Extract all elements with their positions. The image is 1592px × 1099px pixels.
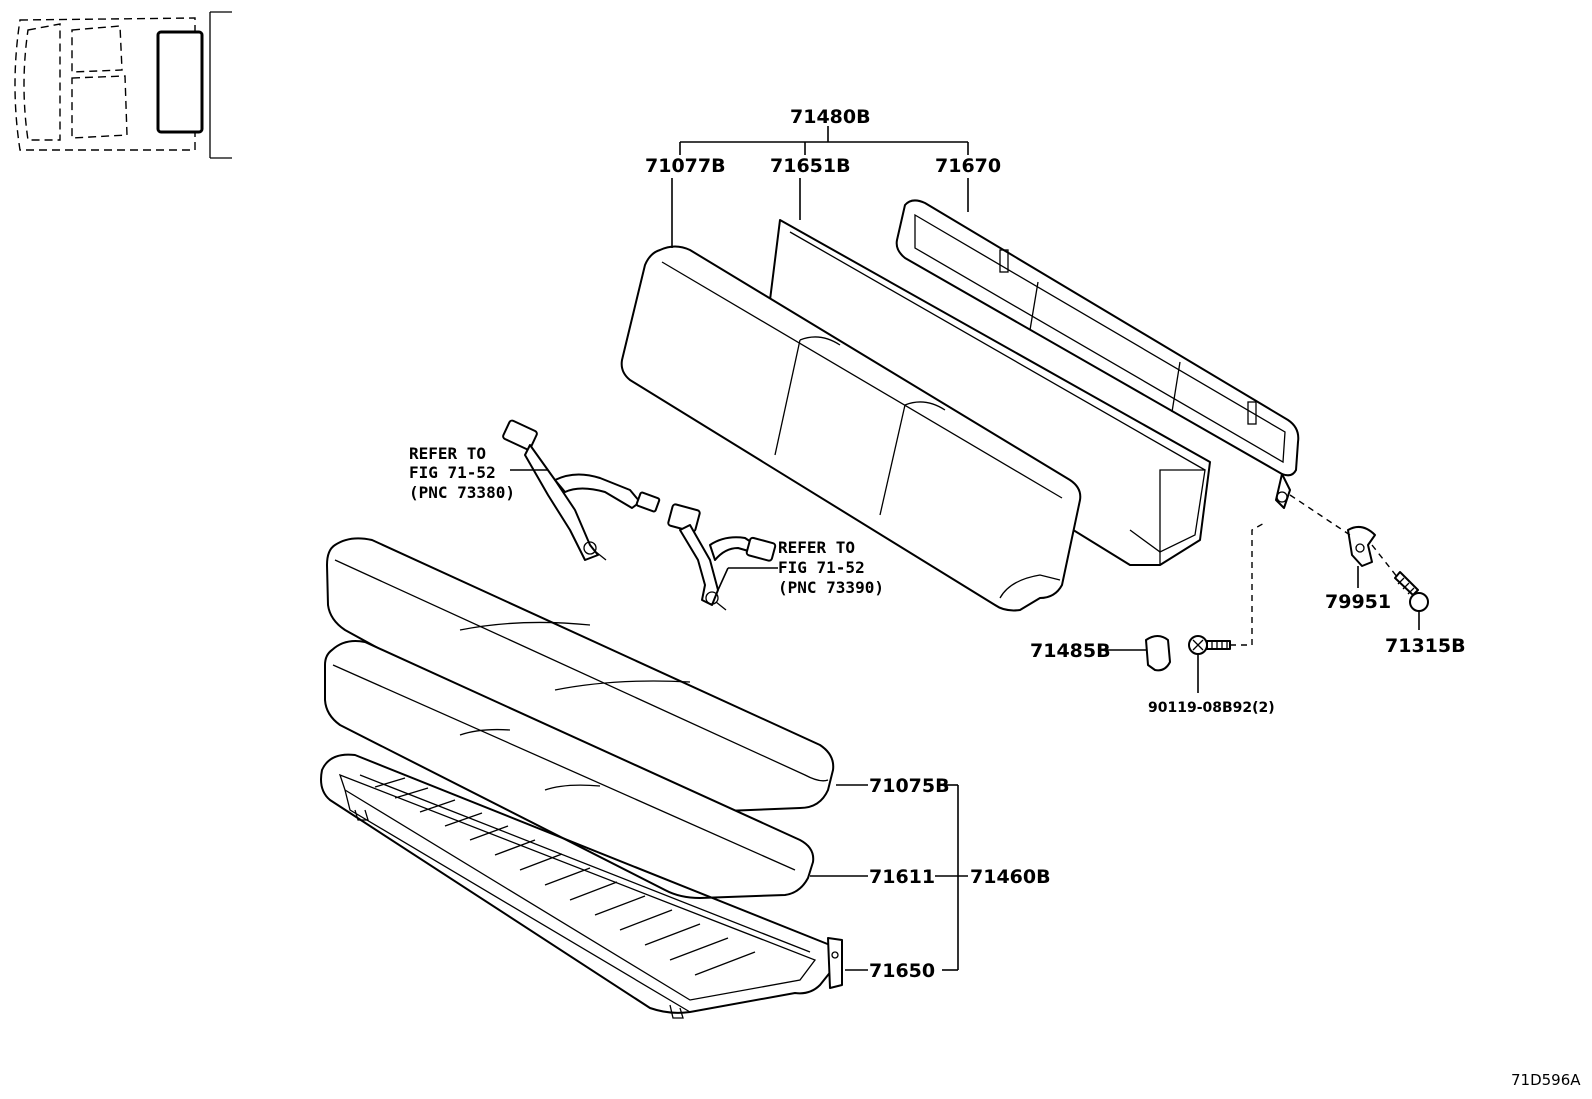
cushion-frame-drawing <box>320 753 843 1019</box>
connection-line-bolt <box>1230 521 1267 646</box>
cushion-cover-drawing <box>326 537 835 813</box>
part-number-71670: 71670 <box>935 155 1001 177</box>
seat-belt-right-drawing <box>667 503 777 611</box>
hinge-cover-right-drawing <box>1347 525 1376 567</box>
part-number-71480B: 71480B <box>790 106 871 128</box>
part-number-79951: 79951 <box>1325 591 1391 613</box>
cushion-pad-drawing <box>324 640 815 899</box>
bolt-drawing <box>1188 635 1231 655</box>
connection-line-hinge <box>1289 494 1351 536</box>
connection-line-hinge-bolt <box>1371 544 1399 579</box>
part-number-71651B: 71651B <box>770 155 851 177</box>
hinge-cover-left-drawing <box>1145 635 1171 672</box>
leader-lines <box>510 126 1420 971</box>
seatback-cover-drawing <box>620 245 1082 612</box>
seat-belt-left-drawing <box>502 419 661 561</box>
refer-left-line3: (PNC 73380) <box>409 483 515 502</box>
hinge-bolt-drawing <box>1394 571 1429 612</box>
part-number-71611: 71611 <box>869 866 935 888</box>
refer-left-line2: FIG 71-52 <box>409 463 496 482</box>
highlighted-rear-seat <box>156 30 204 134</box>
refer-right-line3: (PNC 73390) <box>778 578 884 597</box>
part-number-90119-08B92: 90119-08B92(2) <box>1148 700 1275 716</box>
refer-right-line1: REFER TO <box>778 538 855 557</box>
part-number-71315B: 71315B <box>1385 635 1466 657</box>
part-number-71075B: 71075B <box>869 775 950 797</box>
part-number-71650: 71650 <box>869 960 935 982</box>
refer-left-line1: REFER TO <box>409 444 486 463</box>
refer-right-line2: FIG 71-52 <box>778 558 865 577</box>
seatback-frame-drawing <box>895 199 1300 509</box>
part-number-71460B: 71460B <box>970 866 1051 888</box>
vehicle-locator <box>14 11 232 159</box>
part-number-71077B: 71077B <box>645 155 726 177</box>
part-number-71485B: 71485B <box>1030 640 1111 662</box>
figure-id: 71D596A <box>1511 1071 1581 1089</box>
